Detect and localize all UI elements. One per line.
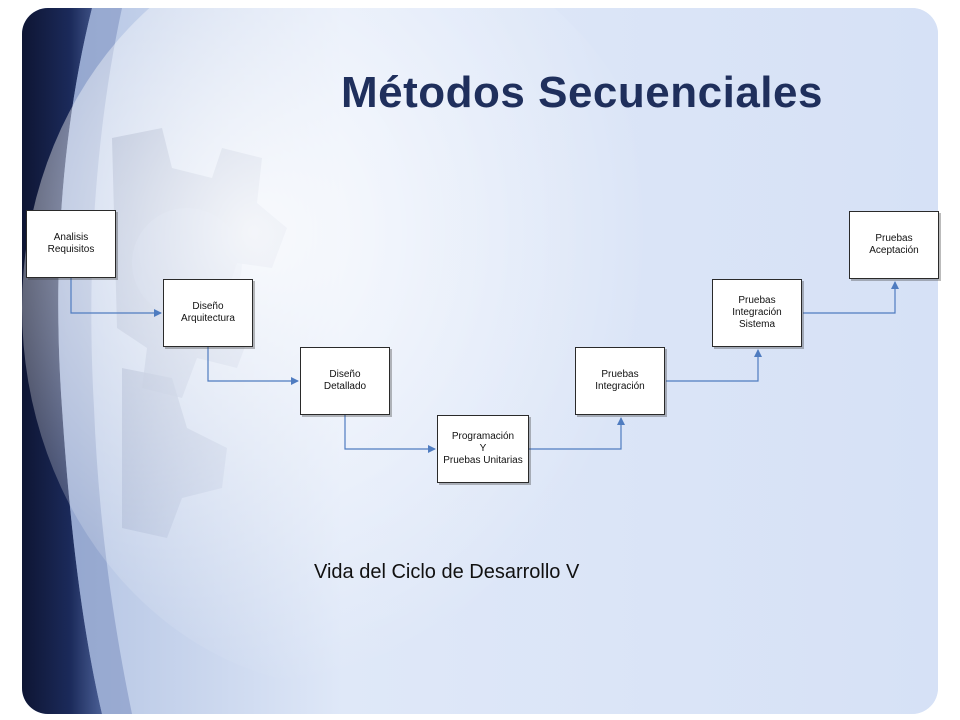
stage-label-line: Pruebas bbox=[875, 233, 913, 244]
connector-detallado-programacion bbox=[344, 414, 436, 453]
slide: Métodos Secuenciales bbox=[22, 8, 938, 714]
stage-box-pruebas-integracion: Pruebas Integración bbox=[575, 347, 665, 415]
stage-label-line: Arquitectura bbox=[181, 313, 235, 324]
connector-sistema-aceptacion bbox=[803, 281, 899, 314]
stage-label-line: Y bbox=[479, 443, 487, 454]
stage-label-line: Programación bbox=[451, 431, 515, 442]
connector-requisitos-arquitectura bbox=[70, 278, 162, 317]
stage-box-programacion: Programación Y Pruebas Unitarias bbox=[437, 415, 529, 483]
stage-label-line: Analisis bbox=[53, 232, 89, 243]
stage-label-line: Aceptación bbox=[869, 245, 919, 256]
stage-label-line: Integración bbox=[595, 381, 645, 392]
stage-box-diseno-arquitectura: Diseño Arquitectura bbox=[163, 279, 253, 347]
slide-title: Métodos Secuenciales bbox=[341, 68, 823, 117]
stage-box-pruebas-aceptacion: Pruebas Aceptación bbox=[849, 211, 939, 279]
stage-label-line: Diseño bbox=[329, 369, 361, 380]
diagram-caption: Vida del Ciclo de Desarrollo V bbox=[314, 561, 580, 583]
stage-label-line: Pruebas Unitarias bbox=[443, 455, 523, 466]
stage-label-line: Pruebas bbox=[738, 295, 776, 306]
stage-box-diseno-detallado: Diseño Detallado bbox=[300, 347, 390, 415]
stage-label-line: Sistema bbox=[738, 319, 776, 330]
stage-label-line: Pruebas bbox=[601, 369, 639, 380]
connector-integracion-sistema bbox=[666, 349, 762, 382]
stage-label-line: Integración bbox=[732, 307, 782, 318]
stage-label-line: Diseño bbox=[192, 301, 224, 312]
stage-box-analisis-requisitos: Analisis Requisitos bbox=[26, 210, 116, 278]
connector-arquitectura-detallado bbox=[207, 346, 299, 385]
stage-label-line: Detallado bbox=[323, 381, 367, 392]
connector-programacion-integracion bbox=[529, 417, 625, 450]
stage-label-line: Requisitos bbox=[47, 244, 95, 255]
stage-box-pruebas-sistema: Pruebas Integración Sistema bbox=[712, 279, 802, 347]
